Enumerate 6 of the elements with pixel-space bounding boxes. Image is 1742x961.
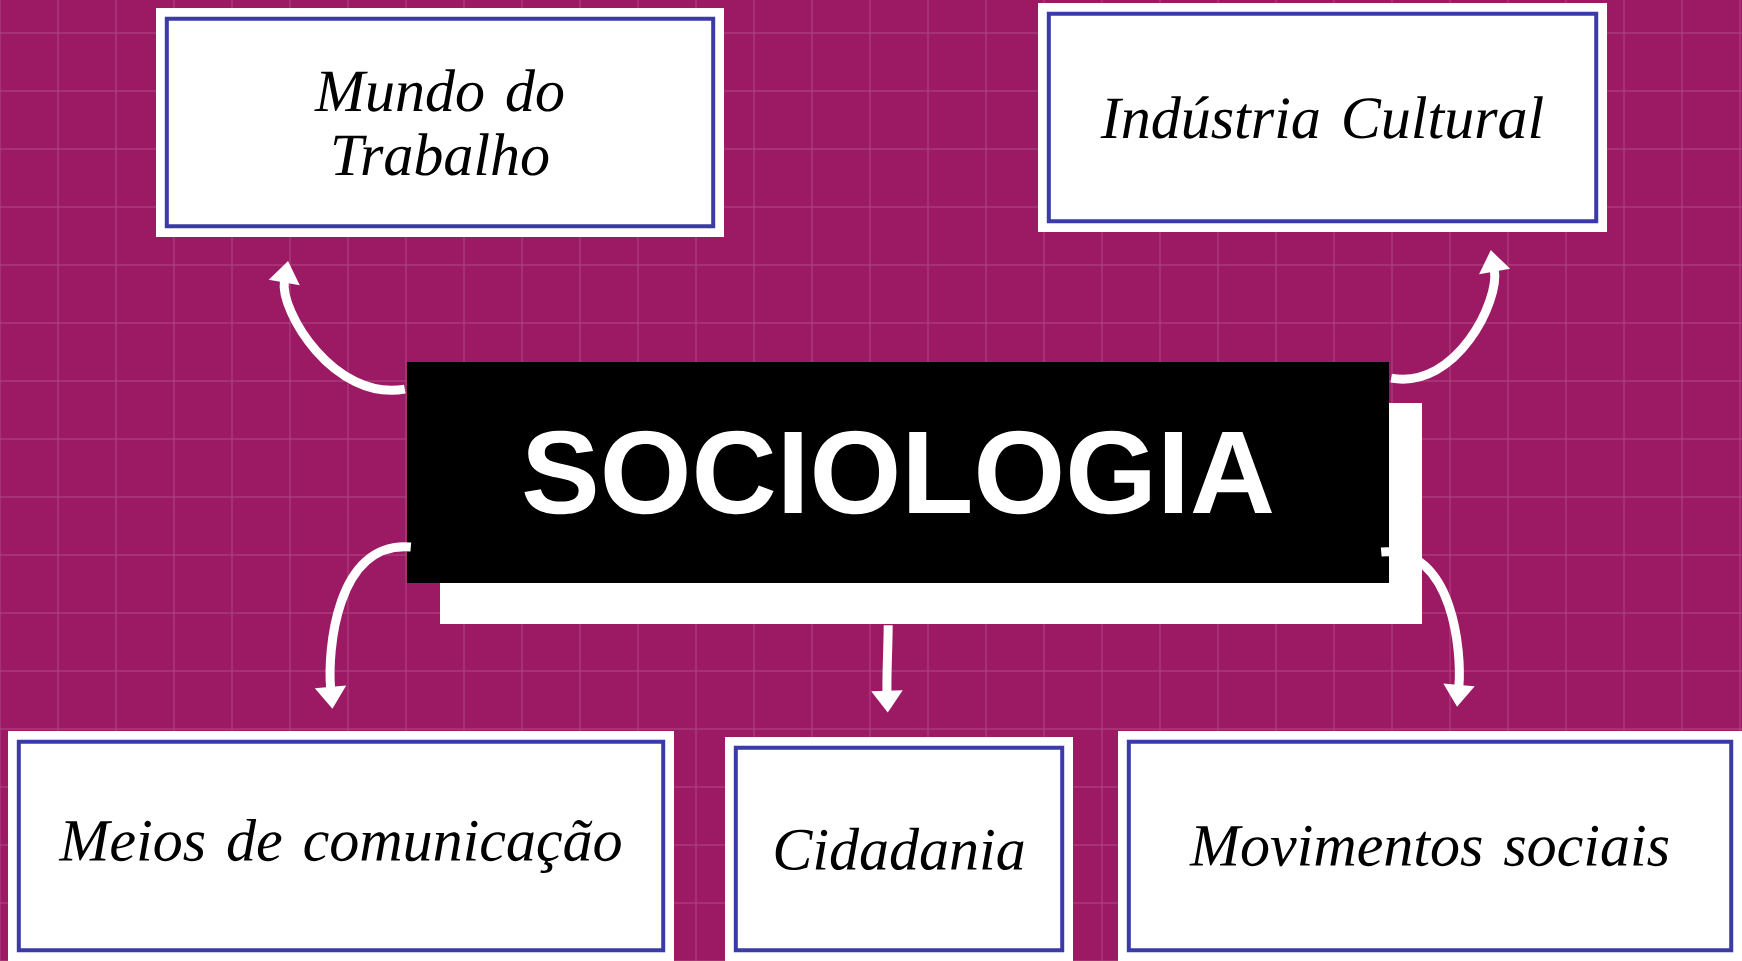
topic-box: Mundo do Trabalho [156,8,724,237]
topic-box: Movimentos sociais [1118,731,1742,961]
topic-box: Meios de comunicação [8,731,674,961]
title-box: SOCIOLOGIA [407,362,1422,624]
topic-box: Cidadania [725,737,1073,961]
topic-box: Indústria Cultural [1038,3,1607,232]
